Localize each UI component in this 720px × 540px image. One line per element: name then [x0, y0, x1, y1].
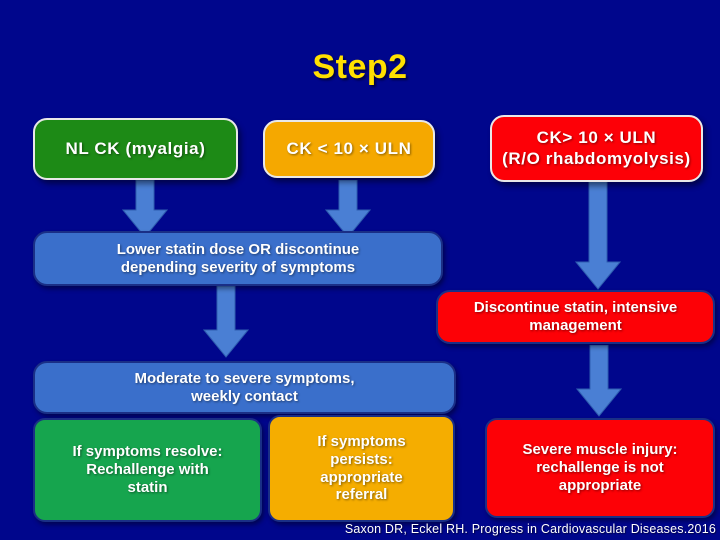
box-ck-greater-than-10-uln-line2: (R/O rhabdomyolysis): [502, 148, 691, 168]
box-nl-ck-myalgia[interactable]: NL CK (myalgia): [33, 118, 238, 180]
box-moderate-severe-symptoms[interactable]: Moderate to severe symptoms, weekly cont…: [33, 361, 456, 414]
box-severe-muscle-injury-line2: rechallenge is not: [536, 459, 664, 477]
box-lower-statin-dose[interactable]: Lower statin dose OR discontinue dependi…: [33, 231, 443, 286]
box-moderate-severe-symptoms-line1: Moderate to severe symptoms,: [134, 369, 355, 387]
arrow-lower-statin-to-moderate: [203, 286, 249, 358]
box-symptoms-persist-line4: referral: [335, 486, 388, 504]
box-lower-statin-dose-line1: Lower statin dose OR discontinue: [116, 240, 360, 258]
box-discontinue-statin-line2: management: [529, 317, 622, 334]
arrow-ck-high-to-discontinue: [575, 180, 621, 290]
box-symptoms-persist-line2: persists:: [330, 450, 393, 468]
box-ck-less-than-10-uln[interactable]: CK < 10 × ULN: [263, 120, 435, 178]
box-symptoms-resolve-line3: statin: [127, 478, 168, 496]
box-discontinue-statin[interactable]: Discontinue statin, intensive management: [436, 290, 715, 344]
box-symptoms-resolve-line1: If symptoms resolve:: [72, 443, 223, 461]
box-lower-statin-dose-line2: depending severity of symptoms: [120, 258, 356, 276]
box-symptoms-resolve[interactable]: If symptoms resolve: Rechallenge with st…: [33, 418, 262, 522]
box-symptoms-persist-line3: appropriate: [320, 468, 403, 486]
box-symptoms-persist[interactable]: If symptoms persists: appropriate referr…: [268, 415, 455, 522]
citation-text: Saxon DR, Eckel RH. Progress in Cardiova…: [344, 522, 716, 536]
box-symptoms-persist-line1: If symptoms: [317, 433, 406, 451]
box-ck-greater-than-10-uln-line1: CK> 10 × ULN: [536, 128, 657, 148]
box-severe-muscle-injury-line1: Severe muscle injury:: [522, 441, 678, 459]
box-nl-ck-myalgia-label: NL CK (myalgia): [65, 138, 206, 158]
box-severe-muscle-injury-line3: appropriate: [558, 476, 642, 494]
box-moderate-severe-symptoms-line2: weekly contact: [191, 387, 298, 405]
box-symptoms-resolve-line2: Rechallenge with: [86, 461, 209, 479]
page-title: Step2: [312, 48, 408, 86]
box-severe-muscle-injury[interactable]: Severe muscle injury: rechallenge is not…: [485, 418, 715, 518]
arrow-discontinue-to-severe-injury: [576, 345, 622, 417]
arrow-nl-ck-to-lower-statin: [122, 180, 168, 238]
box-ck-greater-than-10-uln[interactable]: CK> 10 × ULN (R/O rhabdomyolysis): [490, 115, 703, 182]
arrow-ck-low-to-lower-statin: [325, 180, 371, 238]
box-ck-less-than-10-uln-label: CK < 10 × ULN: [286, 138, 412, 158]
box-discontinue-statin-line1: Discontinue statin, intensive: [473, 299, 678, 317]
